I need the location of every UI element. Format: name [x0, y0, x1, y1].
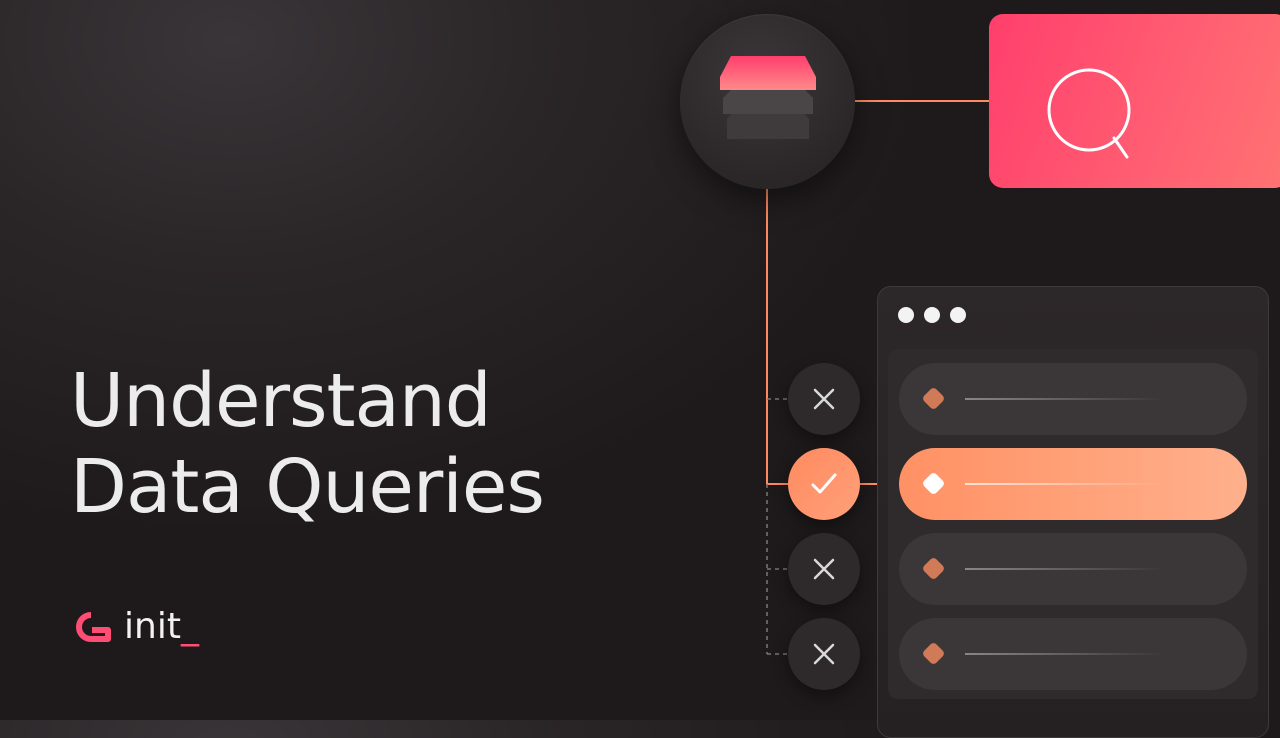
match-status — [788, 448, 860, 520]
result-row[interactable] — [899, 533, 1247, 605]
row-placeholder-line — [965, 398, 1165, 400]
window-dot — [950, 307, 966, 323]
diamond-icon — [921, 471, 946, 496]
reject-status — [788, 363, 860, 435]
brand-name: init — [124, 606, 181, 647]
diamond-icon — [921, 386, 946, 411]
result-row-selected[interactable] — [899, 448, 1247, 520]
title-line-1: Understand — [70, 358, 492, 444]
brand-cursor: _ — [180, 606, 199, 647]
init-logo-icon — [76, 611, 111, 642]
database-node — [680, 14, 855, 189]
window-dot — [924, 307, 940, 323]
close-icon — [813, 643, 835, 665]
reject-status — [788, 533, 860, 605]
result-row[interactable] — [899, 363, 1247, 435]
results-window — [877, 286, 1269, 738]
row-placeholder-line — [965, 483, 1165, 485]
result-row[interactable] — [899, 618, 1247, 690]
search-icon — [1047, 68, 1131, 159]
row-placeholder-line — [965, 653, 1165, 655]
row-placeholder-line — [965, 568, 1165, 570]
diamond-icon — [921, 641, 946, 666]
close-icon — [813, 388, 835, 410]
search-card[interactable] — [989, 14, 1280, 188]
check-icon — [811, 473, 837, 494]
connector-lines — [766, 100, 990, 655]
reject-status — [788, 618, 860, 690]
title-line-2: Data Queries — [70, 444, 545, 530]
close-icon — [813, 558, 835, 580]
window-dot — [898, 307, 914, 323]
database-icon — [720, 56, 816, 139]
page-title: Understand Data Queries — [70, 358, 545, 530]
diamond-icon — [921, 556, 946, 581]
brand-logo: init_ — [70, 606, 199, 647]
